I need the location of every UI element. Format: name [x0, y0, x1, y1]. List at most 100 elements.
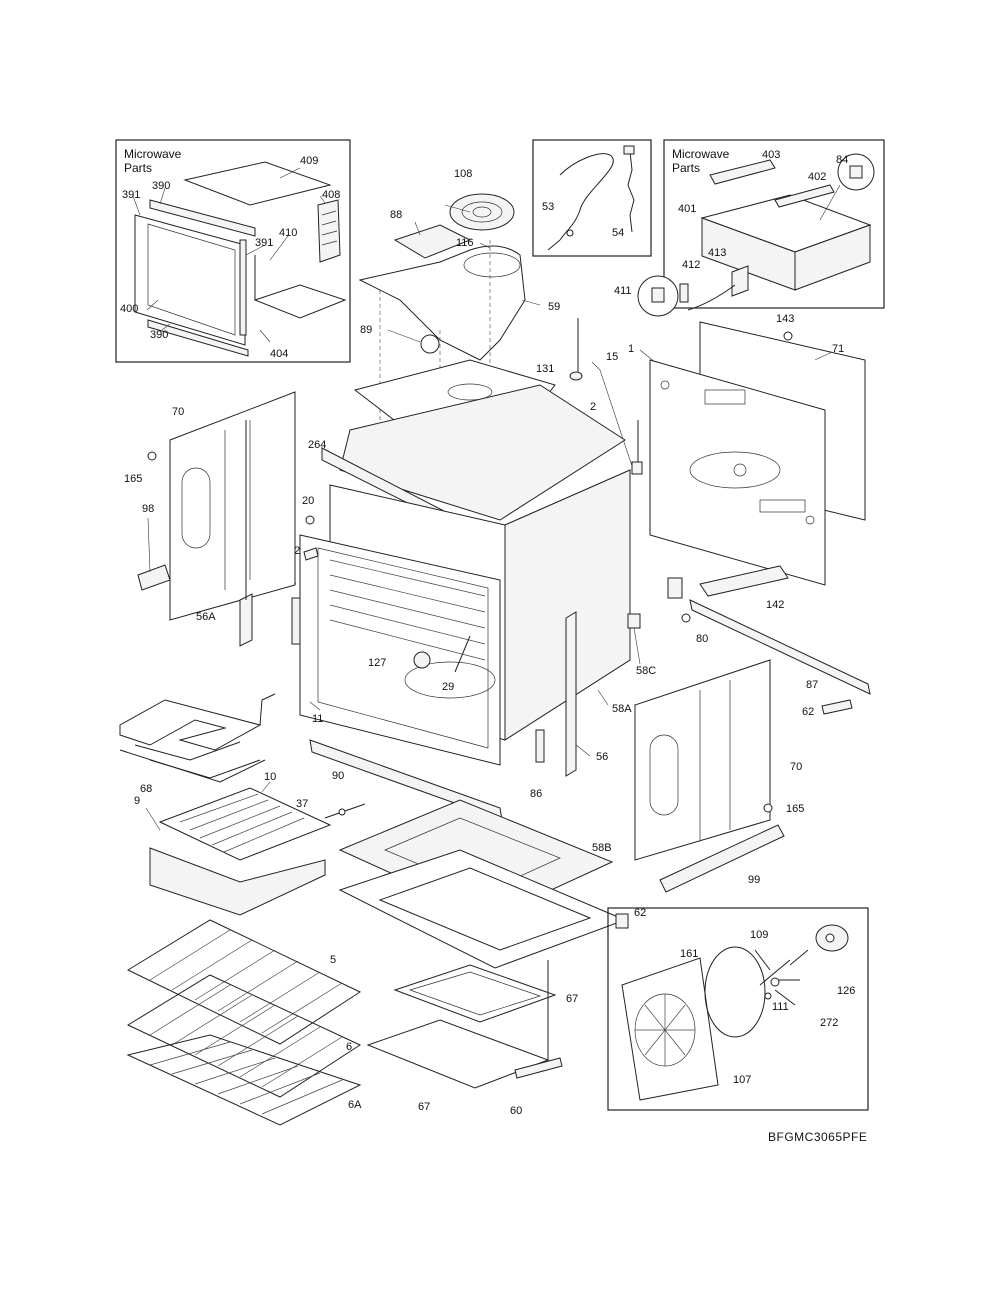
- part-272-shaft: [789, 949, 809, 966]
- callout-90: 90: [332, 770, 344, 782]
- part-142-channel: [699, 565, 789, 597]
- callout-410: 410: [279, 227, 297, 239]
- part-67-drawer-tray-lower: [366, 1019, 550, 1089]
- part-412-switch: [679, 283, 689, 303]
- part-9-broiler-pan: [149, 847, 326, 916]
- part-60-slide: [514, 1057, 563, 1079]
- part-390-door-trim-top: [149, 199, 256, 237]
- part-56-side-trim: [565, 611, 577, 777]
- part-88-mounting-plate: [393, 224, 472, 259]
- part-165-screw-left: [147, 451, 157, 461]
- callout-37: 37: [296, 798, 308, 810]
- callout-84: 84: [836, 154, 848, 166]
- callout-131: 131: [536, 363, 554, 375]
- callout-89: 89: [360, 324, 372, 336]
- callout-404: 404: [270, 348, 288, 360]
- callout-9: 9: [134, 795, 140, 807]
- part-400-door: [134, 214, 246, 346]
- callout-116: 116: [456, 237, 474, 249]
- callout-272: 272: [820, 1017, 838, 1029]
- callout-99: 99: [748, 874, 760, 886]
- part-56a-side-trim: [239, 593, 253, 647]
- part-62-connector: [821, 699, 853, 715]
- callout-411: 411: [614, 285, 632, 297]
- callout-127: 127: [368, 657, 386, 669]
- lower-channel: 142 80 87 62: [667, 565, 871, 718]
- part-11-door-frame: [299, 534, 501, 766]
- callout-402: 402: [808, 171, 826, 183]
- part-53-probe-cable: [559, 153, 614, 241]
- callout-10: 10: [264, 771, 276, 783]
- callout-400: 400: [120, 303, 138, 315]
- callout-401: 401: [678, 203, 696, 215]
- broil-element: 68: [119, 693, 276, 795]
- callout-29: 29: [442, 681, 454, 693]
- part-108-blower-motor: [449, 193, 515, 231]
- part-413-bracket: [731, 265, 749, 297]
- part-107-fan-cover: [621, 957, 719, 1101]
- callout-412: 412: [682, 259, 700, 271]
- oven-racks: 5 6 6A: [126, 919, 362, 1126]
- callout-70-right: 70: [790, 761, 802, 773]
- part-89-thermostat: [420, 334, 440, 354]
- part-55-hinge-receiver: [291, 597, 301, 645]
- part-165-screw-right: [763, 803, 773, 813]
- callout-409: 409: [300, 155, 318, 167]
- part-87-rail: [689, 599, 871, 695]
- callout-54: 54: [612, 227, 624, 239]
- broiler-pan: 10 9: [134, 771, 332, 916]
- callout-108: 108: [454, 168, 472, 180]
- callout-111: 111: [772, 1001, 789, 1013]
- part-111-nut: [764, 992, 772, 1000]
- callout-1: 1: [628, 343, 634, 355]
- microwave-parts-inset-left: Microwave Parts 409 390 391 408 391 410 …: [115, 139, 351, 363]
- back-panel-assembly: 1 143 71: [628, 313, 866, 586]
- callout-15: 15: [606, 351, 618, 363]
- microwave-parts-inset-right: Microwave Parts 403 84 402 401 411 412 4…: [614, 139, 885, 317]
- callout-107: 107: [733, 1074, 751, 1086]
- callout-67-lower: 67: [418, 1101, 430, 1113]
- callout-264: 264: [308, 439, 326, 451]
- callout-143: 143: [776, 313, 794, 325]
- callout-391-left: 391: [122, 189, 140, 201]
- callout-56a: 56A: [196, 611, 216, 623]
- callout-408: 408: [322, 189, 340, 201]
- part-109-fan-blade: [754, 949, 800, 1006]
- callout-70-left: 70: [172, 406, 184, 418]
- callout-390-top: 390: [152, 180, 170, 192]
- callout-87: 87: [806, 679, 818, 691]
- callout-390-bottom: 390: [150, 329, 168, 341]
- callout-86: 86: [530, 788, 542, 800]
- callout-88: 88: [390, 209, 402, 221]
- part-391-hinge: [239, 239, 247, 336]
- part-408-vent-grille: [317, 199, 341, 263]
- inset-left-title-line2: Parts: [124, 161, 152, 175]
- part-98-bracket-left: [137, 564, 171, 591]
- callout-391-right: 391: [255, 237, 273, 249]
- callout-126: 126: [837, 985, 855, 997]
- callout-6a: 6A: [348, 1099, 362, 1111]
- callout-20: 20: [302, 495, 314, 507]
- callout-109: 109: [750, 929, 768, 941]
- callout-58b: 58B: [592, 842, 612, 854]
- part-54-probe-wire: [627, 151, 635, 233]
- part-99-bracket-right: [659, 824, 785, 893]
- part-70-left-side-panel: [169, 391, 296, 621]
- bottom-assembly: 58B 62 67 67 60: [338, 799, 646, 1117]
- part-68-broil-element: [119, 693, 276, 779]
- callout-56: 56: [596, 751, 608, 763]
- callout-62-upper: 62: [802, 706, 814, 718]
- callout-403: 403: [762, 149, 780, 161]
- callout-80: 80: [696, 633, 708, 645]
- callout-58a: 58A: [612, 703, 632, 715]
- part-5-rack: [126, 919, 362, 1045]
- callout-68: 68: [140, 783, 152, 795]
- inset-left-title-line1: Microwave: [124, 147, 182, 161]
- callout-413: 413: [708, 247, 726, 259]
- part-410-tray: [253, 284, 347, 319]
- inset-right-title-line2: Parts: [672, 161, 700, 175]
- part-1-back-wall: [649, 359, 826, 586]
- part-6a-rack: [126, 1034, 362, 1126]
- callout-67-upper: 67: [566, 993, 578, 1005]
